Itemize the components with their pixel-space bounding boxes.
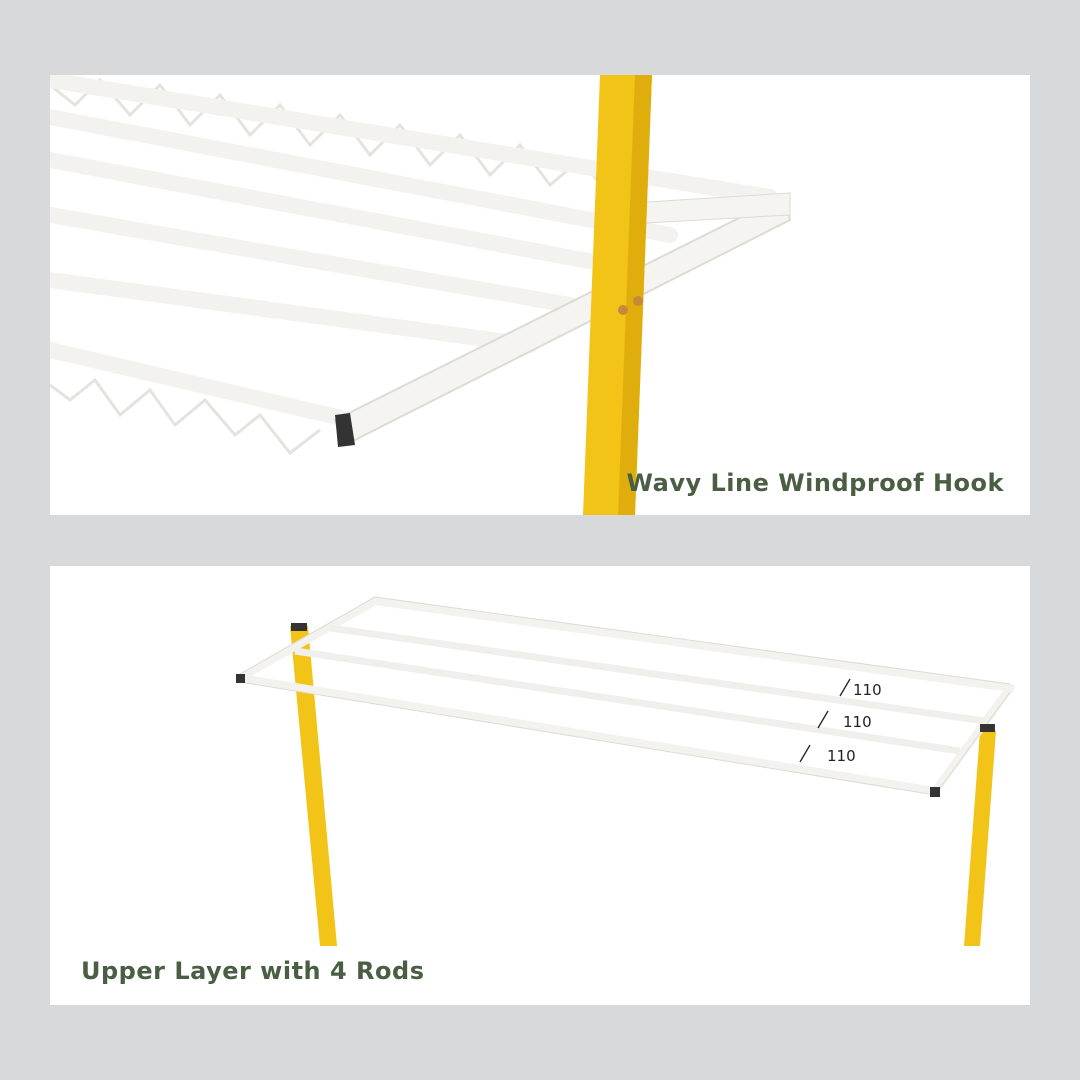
rod [50,109,678,243]
rod [329,624,986,725]
end-cap [236,674,245,683]
rod [50,75,778,205]
rod [294,647,961,755]
wavy-hook-illustration [50,75,792,515]
post-cap [291,623,307,631]
upper-layer-illustration [234,595,1016,946]
end-cap [930,787,940,797]
rod [50,207,578,313]
rod [50,342,358,428]
upper-layer-panel: 110 110 110 Upper Layer with 4 Rods [50,566,1030,1005]
end-cap [335,413,355,447]
dimension-label: 110 [853,681,882,699]
rod [50,152,618,273]
caption-wavy-hook: Wavy Line Windproof Hook [626,469,1004,497]
post-cap [980,724,995,732]
upper-rods [294,624,986,755]
yellow-post-right [964,731,996,946]
rod [50,272,538,353]
screw [633,296,643,306]
screw [618,305,628,315]
dimension-label: 110 [827,747,856,765]
upper-frame [234,595,1016,797]
square-frame [333,192,792,447]
wavy-wire-bottom [50,377,321,456]
caption-upper-layer: Upper Layer with 4 Rods [81,957,425,985]
wavy-hook-panel: Wavy Line Windproof Hook [50,75,1030,515]
yellow-post-left [290,626,337,946]
dimension-marks [799,678,851,763]
wavy-wire-top [50,77,641,197]
dimension-label: 110 [843,713,872,731]
shelf-rods [50,75,778,428]
